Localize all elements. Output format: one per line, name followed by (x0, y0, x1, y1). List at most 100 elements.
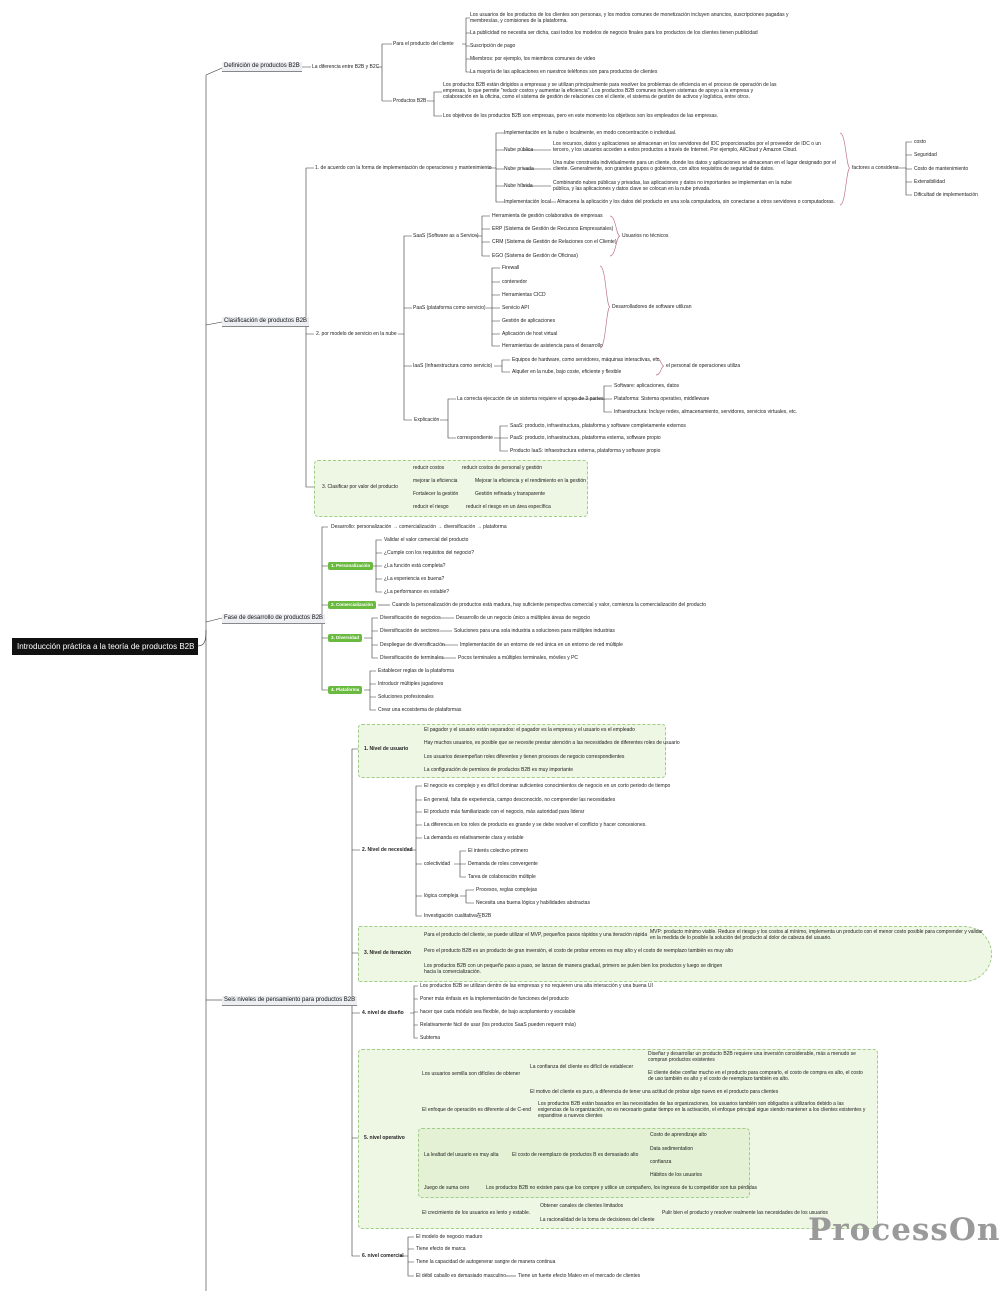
client-trust-item: El cliente debe confiar mucho en el prod… (648, 1070, 863, 1082)
commercial-item-desc: Tiene un fuerte efecto Mateo en el merca… (518, 1273, 641, 1279)
topic-client-product[interactable]: Para el producto del cliente (393, 41, 454, 47)
topic-c-end-difference[interactable]: El enfoque de operación es diferente al … (422, 1107, 531, 1113)
commercial-item: Tiene efecto de marca (416, 1246, 466, 1252)
user-level-item: Hay muchos usuarios, es posible que se n… (424, 740, 680, 746)
topic-value[interactable]: 3. Clasificar por valor del producto (322, 484, 398, 490)
paas-item: Herramientas de asistencia para el desar… (502, 343, 603, 349)
topic-paas[interactable]: PaaS (plataforma como servicio) (413, 305, 486, 311)
collectivity-item: Tarea de colaboración múltiple (468, 874, 536, 880)
topic-saas[interactable]: SaaS (Software as a Service) (413, 233, 479, 239)
phase-platform[interactable]: 4. Plataforma (328, 686, 363, 694)
explanation-b: correspondiente (457, 435, 493, 441)
topic-classification[interactable]: Clasificación de productos B2B (222, 317, 310, 327)
value-item-desc: reducir costos de personal y gestión (462, 465, 543, 471)
topic-client-trust[interactable]: La confianza del cliente es difícil de e… (530, 1064, 634, 1070)
factors-label: factores a considerar (852, 165, 899, 171)
topic-collectivity[interactable]: colectividad (424, 861, 451, 867)
explanation-b-item: PaaS: producto, infraestructura, platafo… (510, 435, 661, 441)
personalization-item: Validar el valor comercial del producto (384, 537, 469, 543)
root-topic[interactable]: Introducción práctica a la teoría de pro… (12, 638, 198, 655)
topic-deployment[interactable]: 1. de acuerdo con la forma de implementa… (315, 165, 492, 171)
topic-user-growth[interactable]: El crecimiento de los usuarios es lento … (422, 1210, 531, 1216)
collectivity-item: Demanda de roles convergente (468, 861, 538, 867)
value-item-label: reducir costos (413, 465, 445, 471)
deploy-item-label: Implementación local (504, 199, 551, 205)
b2b-description: Los productos B2B están dirigidos a empr… (443, 82, 777, 100)
client-trust-item: Diseñar y desarrollar un producto B2B re… (648, 1051, 856, 1063)
iaas-item: Alquiler en la nube, bajo coste, eficien… (512, 369, 622, 375)
paas-item: Aplicación de host virtual (502, 331, 558, 337)
mvp-note: MVP: producto mínimo viable. Reduce el r… (650, 929, 983, 941)
user-level-item: Los usuarios desempeñan roles diferentes… (424, 754, 625, 760)
topic-iaas[interactable]: IaaS (Infraestructura como servicio) (413, 363, 493, 369)
diversity-item-desc: Soluciones para una sola industria a sol… (454, 628, 615, 634)
need-level-item: En general, falta de experiencia, campo … (424, 797, 616, 803)
saas-item: CRM (Sistema de Gestión de Relaciones co… (492, 239, 617, 245)
topic-development-phase[interactable]: Fase de desarrollo de productos B2B (222, 614, 326, 624)
need-level-item: El negocio es complejo y es difícil domi… (424, 783, 671, 789)
personalization-item: ¿La función está completa? (384, 563, 446, 569)
commercial-item: El débil caballo es demasiado masculino (416, 1273, 507, 1279)
zero-sum-text: Los productos B2B no existen para que lo… (486, 1185, 757, 1191)
topic-definition[interactable]: Definición de productos B2B (222, 62, 302, 72)
replacement-cost-item: Hábitos de los usuarios (650, 1172, 702, 1178)
diversity-item-label: Diversificación de sectores (380, 628, 440, 634)
deploy-item-desc: Almacena la aplicación y los datos del p… (557, 199, 835, 205)
level-need[interactable]: 2. Nivel de necesidad (362, 847, 413, 853)
paas-item: Herramientas CICD (502, 292, 546, 298)
topic-b2b-products[interactable]: Productos B2B (393, 98, 427, 104)
level-design[interactable]: 4. nivel de diseño (362, 1010, 404, 1016)
phase-commercialization[interactable]: 2. Comercialización (328, 601, 377, 609)
design-item: Subtema (420, 1035, 441, 1041)
explanation-a-item: Software: aplicaciones, datos (614, 383, 680, 389)
phase-personalization[interactable]: 1. Personalización (328, 562, 374, 570)
paas-item: Gestión de aplicaciones (502, 318, 556, 324)
iteration-group-box (358, 926, 992, 982)
user-level-item: La configuración de permisos de producto… (424, 767, 573, 773)
topic-explanation[interactable]: Explicación (414, 417, 440, 423)
value-item-desc: reducir el riesgo en un área específica (466, 504, 551, 510)
level-operative[interactable]: 5. nivel operativo (364, 1135, 405, 1141)
value-item-label: mejorar la eficiencia (413, 478, 458, 484)
c-end-difference-text: Los productos B2B están basados en las n… (538, 1101, 866, 1119)
client-item: Miembros: por ejemplo, los miembros comu… (470, 56, 596, 62)
level-user[interactable]: 1. Nivel de usuario (364, 746, 409, 752)
client-item: Suscripción de pago (470, 43, 516, 49)
phase-diversity[interactable]: 3. Diversidad (328, 634, 363, 642)
topic-replacement-cost[interactable]: El costo de reemplazo de productos B es … (512, 1152, 639, 1158)
platform-item: Soluciones profesionales (378, 694, 434, 700)
topic-user-loyalty[interactable]: La lealtad del usuario es muy alta (424, 1152, 499, 1158)
diversity-item-desc: Implementación de un entorno de red únic… (460, 642, 623, 648)
personalization-item: ¿La performance es estable? (384, 589, 450, 595)
platform-item: Establecer reglas de la plataforma (378, 668, 454, 674)
commercialization-text: Cuando la personalización de productos e… (392, 602, 707, 608)
user-growth-brace-note: Pulir bien el producto y resolver realme… (662, 1210, 828, 1216)
iteration-item: Para el producto del cliente, se puede u… (424, 932, 648, 938)
topic-complex-logic[interactable]: lógica compleja (424, 893, 459, 899)
paas-brace-note: Desarrolladores de software utilizan (612, 304, 692, 310)
saas-item: ERP (Sistema de Gestión de Recursos Empr… (492, 226, 614, 232)
value-group-box (314, 460, 588, 517)
level-iteration[interactable]: 3. Nivel de iteración (364, 950, 411, 956)
iaas-item: Equipos de hardware, como servidores, má… (512, 357, 661, 363)
paas-item: contenedor (502, 279, 528, 285)
explanation-b-item: SaaS: producto, infraestructura, platafo… (510, 423, 686, 429)
topic-b2b-vs-b2c[interactable]: La diferencia entre B2B y B2C (312, 64, 380, 70)
paas-item: Servicio API (502, 305, 529, 311)
topic-cloud-model[interactable]: 2. por modelo de servicio en la nube (316, 331, 397, 337)
topic-zero-sum[interactable]: Juego de suma cero (424, 1185, 470, 1191)
b2b-description-2: Los objetivos de los productos B2B son e… (443, 113, 719, 119)
client-item: Los usuarios de los productos de los cli… (470, 12, 789, 24)
personalization-item: ¿Cumple con los requisitos del negocio? (384, 550, 475, 556)
platform-item: Introducir múltiples jugadores (378, 681, 444, 687)
topic-six-levels[interactable]: Seis niveles de pensamiento para product… (222, 996, 358, 1006)
development-path: Desarrollo: personalización → comerciali… (331, 524, 507, 530)
topic-seed-users[interactable]: Los usuarios semilla son difíciles de ob… (422, 1071, 521, 1077)
value-item-desc: Mejorar la eficiencia y el rendimiento e… (475, 478, 586, 484)
loyalty-group-box (418, 1128, 750, 1198)
level-commercial[interactable]: 6. nivel comercial (362, 1253, 404, 1259)
explanation-a-item: Infraestructura: Incluye redes, almacena… (614, 409, 798, 415)
explanation-b-item: Producto IaaS: infraestructura externa, … (510, 448, 661, 454)
value-item-label: Fortalecer la gestión (413, 491, 459, 497)
